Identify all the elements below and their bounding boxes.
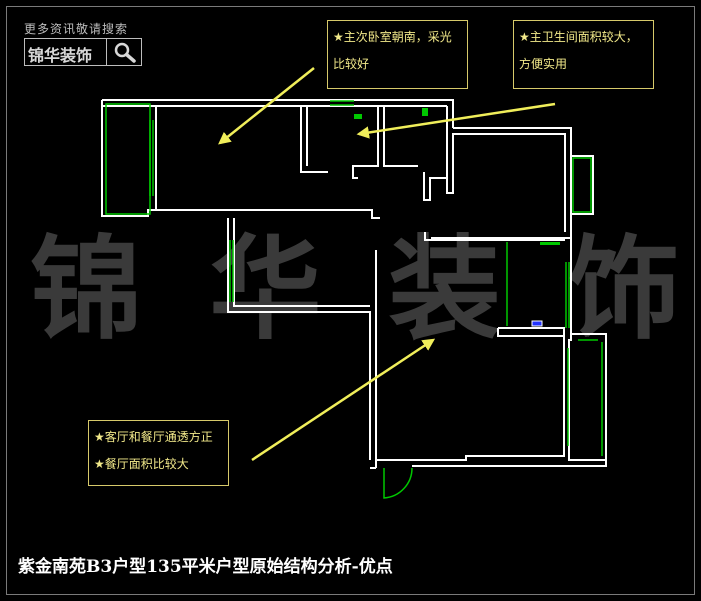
arrow-bathroom [356,102,556,139]
logo-box[interactable]: 锦华装饰 [24,38,142,66]
watermark-char: 饰 [567,224,680,355]
plan-fixtures [354,108,560,245]
note-line: 方便实用 [519,57,568,71]
note-bathroom: ★主卫生间面积较大， 方便实用 [513,20,654,89]
note-bedroom: ★主次卧室朝南，采光 比较好 [327,20,468,89]
plan-windows [105,100,603,499]
plan-walls [101,99,607,469]
note-line: 比较好 [333,57,370,71]
arrow-bedroom [218,67,315,145]
page-title: 紫金南苑B3户型135平米户型原始结构分析-优点 [18,557,393,577]
logo-name: 锦华装饰 [28,46,93,65]
pointer-arrows [218,67,556,462]
logo-tagline: 更多资讯敬请搜索 [24,22,129,36]
watermark-char: 装 [388,224,501,355]
plan-fixture-blue [531,320,543,327]
note-line: ★餐厅面积比较大 [94,457,189,471]
arrow-living [251,338,436,462]
note-line: ★客厅和餐厅通透方正 [94,430,213,444]
note-living: ★客厅和餐厅通透方正 ★餐厅面积比较大 [88,420,229,486]
magnifier-icon[interactable] [106,39,141,65]
watermark: 锦 华 装 饰 [30,234,680,346]
image-frame [6,6,695,595]
watermark-char: 锦 [30,224,142,355]
note-line: ★主卫生间面积较大， [519,30,638,44]
note-line: ★主次卧室朝南，采光 [333,30,452,44]
